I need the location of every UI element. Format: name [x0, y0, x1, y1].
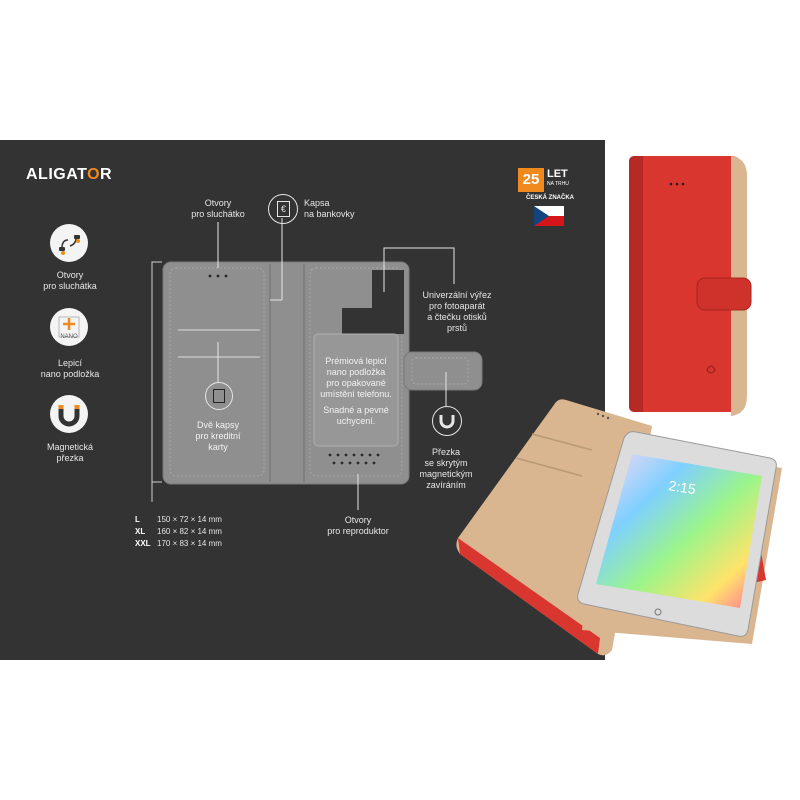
nano-pad-icon — [50, 308, 88, 346]
years-badge: 25 LET NA TRHU — [518, 168, 578, 192]
pad-label-6: uchycení. — [336, 416, 376, 426]
speaker-label-2: pro reproduktor — [327, 526, 389, 536]
cards-label-3: karty — [208, 442, 228, 452]
clasp-label-1: Přezka — [431, 447, 460, 457]
feature-headphone-label-1: Otvory — [56, 270, 84, 280]
pad-label-2: nano podložka — [326, 367, 386, 377]
pad-label-5: Snadné a pevné — [323, 405, 389, 415]
camera-label-3: a čtečku otisků — [427, 312, 487, 322]
pad-label-3: pro opakované — [326, 378, 386, 388]
open-case-image: 2:15 — [456, 399, 782, 656]
feature-magnet-label-1: Magnetická — [46, 442, 94, 452]
feature-nano-label-1: Lepicí — [57, 358, 83, 368]
nano-icon-text: NANO — [60, 334, 78, 340]
earpiece-label-2: pro sluchátko — [191, 209, 245, 219]
pad-label-1: Prémiová lepicí — [325, 356, 387, 366]
clasp-magnet-icon — [432, 406, 462, 436]
clasp-label-2: se skrytým — [424, 458, 468, 468]
feature-magnet-label-2: přezka — [56, 453, 84, 463]
cards-label-1: Dvě kapsy — [196, 420, 240, 430]
pad-label-4: umístění telefonu. — [320, 389, 392, 399]
czech-brand-label: ČESKÁ ZNAČKA — [526, 195, 574, 201]
years-let: LET — [547, 168, 568, 180]
years-number: 25 — [518, 168, 544, 192]
earpiece-label-1: Otvory — [204, 198, 232, 208]
aligator-logo: ALIGATOR — [26, 166, 113, 183]
wallet-diagram — [151, 218, 483, 510]
clasp-label-3: magnetickým — [419, 469, 473, 479]
camera-label-2: pro fotoaparát — [428, 301, 486, 311]
feature-nano-label-2: nano podložka — [40, 369, 100, 379]
camera-label-1: Univerzální výřez — [422, 290, 492, 300]
banknote-label-1: Kapsa — [304, 198, 330, 208]
closed-case-image — [629, 156, 752, 416]
magnet-icon — [50, 395, 88, 433]
clasp-label-4: zavíráním — [426, 480, 466, 490]
feature-headphone-label-2: pro sluchátka — [43, 281, 97, 291]
phone-screen-time: 2:15 — [668, 477, 698, 497]
banknote-icon: € — [268, 194, 298, 224]
headphone-plug-icon — [50, 224, 88, 262]
camera-label-4: prstů — [446, 323, 467, 333]
banknote-label-2: na bankovky — [304, 209, 355, 219]
card-icon — [205, 382, 233, 410]
cards-label-2: pro kreditní — [195, 431, 241, 441]
years-na-trhu: NA TRHU — [547, 181, 569, 187]
speaker-label-1: Otvory — [344, 515, 372, 525]
czech-flag-icon — [534, 206, 564, 226]
